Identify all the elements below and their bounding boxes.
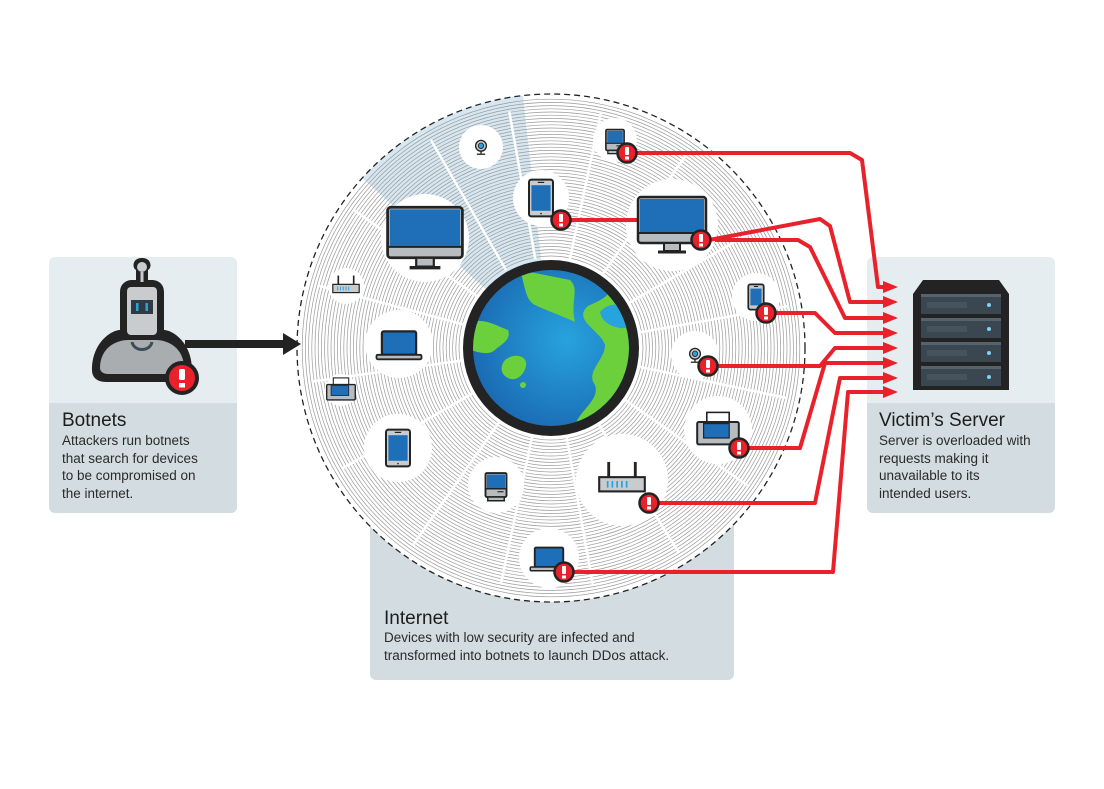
globe-icon xyxy=(463,260,639,436)
tablet-icon xyxy=(527,178,555,218)
alert-exclamation-icon xyxy=(550,209,572,231)
laptop-icon xyxy=(375,330,423,361)
alert-exclamation-icon xyxy=(553,561,575,583)
alert-exclamation-icon xyxy=(728,437,750,459)
alert-exclamation-icon xyxy=(755,302,777,324)
botnet-to-internet-arrow xyxy=(185,333,301,355)
alert-exclamation-icon xyxy=(638,492,660,514)
attack-arrow-head xyxy=(883,281,898,293)
attack-arrow-head xyxy=(883,386,898,398)
desktop-computer-icon xyxy=(386,205,464,270)
webcam-icon xyxy=(688,347,702,363)
alert-exclamation-icon xyxy=(690,229,712,251)
printer-icon xyxy=(326,377,356,401)
router-icon xyxy=(332,275,360,294)
webcam-icon xyxy=(474,139,488,155)
attack-path xyxy=(774,311,885,335)
internet-boundary xyxy=(296,93,806,603)
attack-path xyxy=(716,346,885,368)
attack-arrow-head xyxy=(883,372,898,384)
botnets-description: Attackers run botnets that search for de… xyxy=(62,433,198,501)
alert-exclamation-icon xyxy=(616,142,638,164)
server-title: Victim’s Server xyxy=(879,410,1005,431)
attack-path xyxy=(657,376,885,505)
attack-arrow-head xyxy=(883,312,898,324)
robot-icon xyxy=(92,258,192,382)
server-description: Server is overloaded with requests makin… xyxy=(879,433,1031,501)
attack-path xyxy=(708,217,885,304)
attack-path xyxy=(715,238,885,320)
attack-path xyxy=(635,151,885,289)
attack-arrow-head xyxy=(883,296,898,308)
attack-path xyxy=(747,361,885,450)
attack-paths xyxy=(568,151,885,574)
printer-icon xyxy=(696,411,740,446)
botnets-title: Botnets xyxy=(62,410,127,431)
storage-drive-icon xyxy=(605,128,625,155)
storage-drive-icon xyxy=(484,472,508,502)
attack-arrow-head xyxy=(883,342,898,354)
attack-arrow-head xyxy=(883,357,898,369)
internet-description: Devices with low security are infected a… xyxy=(384,630,670,663)
tablet-icon xyxy=(384,428,412,468)
laptop-icon xyxy=(529,546,569,572)
desktop-computer-icon xyxy=(636,195,708,254)
alert-exclamation-icon xyxy=(165,361,199,395)
attack-arrow-head xyxy=(883,327,898,339)
internet-title: Internet xyxy=(384,608,449,629)
router-icon xyxy=(598,461,646,493)
attack-path xyxy=(572,390,885,574)
alert-exclamation-icon xyxy=(697,355,719,377)
server-rack-icon xyxy=(913,280,1009,390)
